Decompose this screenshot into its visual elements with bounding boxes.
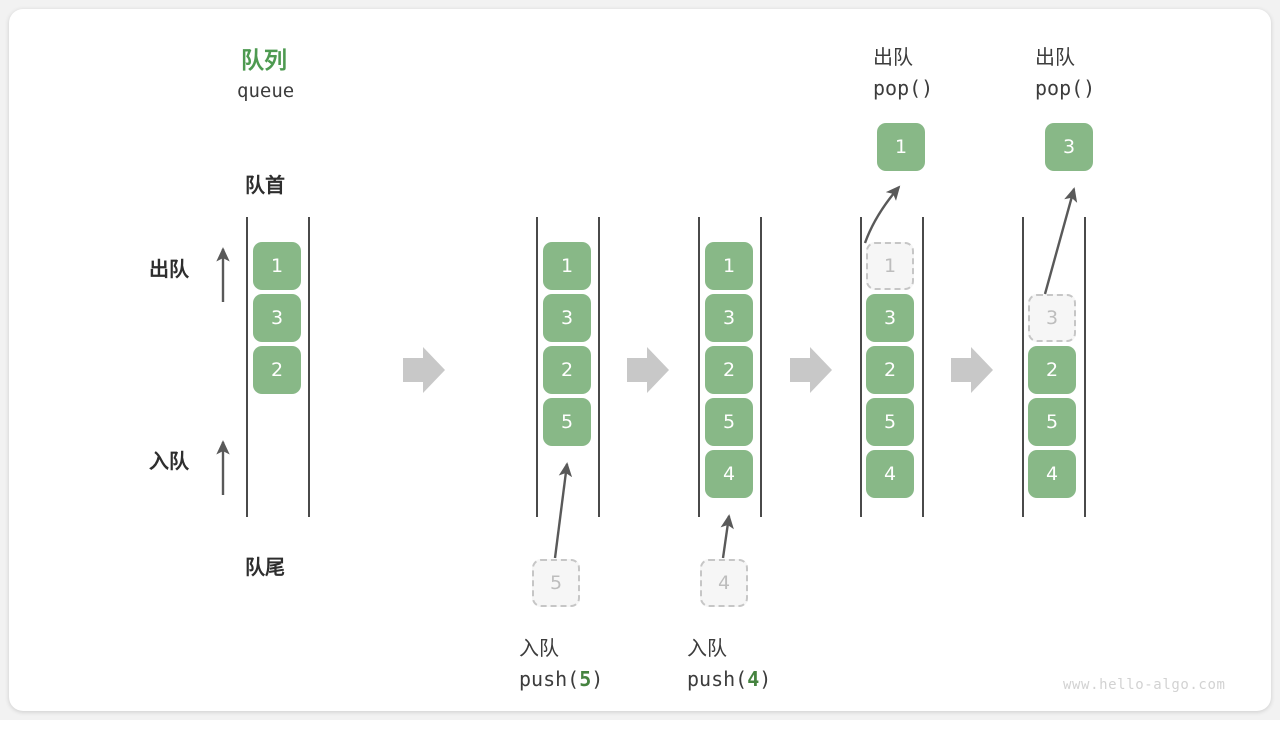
pop-3-arrow — [1043, 187, 1078, 295]
queue-rail-right-c5 — [1084, 217, 1086, 517]
queue-cell-ghost: 1 — [866, 242, 914, 290]
queue-cell: 4 — [705, 450, 753, 498]
push-5-arrow — [553, 462, 573, 559]
pop-1-arrow — [863, 185, 901, 244]
caption-code-prefix: push( — [519, 667, 580, 691]
diagram-title-cn: 队列 — [241, 48, 287, 74]
queue-cell: 1 — [253, 242, 301, 290]
queue-cell: 2 — [1028, 346, 1076, 394]
queue-cell: 2 — [866, 346, 914, 394]
queue-cell: 3 — [253, 294, 301, 342]
popped-cell: 1 — [877, 123, 925, 171]
column-header-cn: 出队 — [1035, 45, 1075, 69]
step-separator-arrow — [627, 347, 669, 393]
caption-code-suffix: ) — [591, 667, 604, 691]
caption-code-prefix: push( — [687, 667, 748, 691]
queue-cell: 5 — [866, 398, 914, 446]
diagram-title-en: queue — [237, 80, 295, 102]
queue-cell: 3 — [543, 294, 591, 342]
column-caption-code: push(4) — [687, 667, 771, 691]
queue-cell: 2 — [705, 346, 753, 394]
queue-cell: 4 — [866, 450, 914, 498]
arrow-overlay — [216, 185, 1078, 559]
caption-code-num: 4 — [747, 667, 760, 691]
queue-rail-right-c3 — [760, 217, 762, 517]
queue-cell: 5 — [705, 398, 753, 446]
queue-cell: 4 — [1028, 450, 1076, 498]
queue-rail-left-c2 — [536, 217, 538, 517]
incoming-cell-ghost: 4 — [700, 559, 748, 607]
queue-rail-left-c4 — [860, 217, 862, 517]
enqueue-side-label: 入队 — [149, 449, 189, 473]
queue-cell: 3 — [866, 294, 914, 342]
step-separator-arrow — [951, 347, 993, 393]
dequeue-side-label: 出队 — [149, 257, 189, 281]
step-separator-arrow — [403, 347, 445, 393]
queue-rail-left-c5 — [1022, 217, 1024, 517]
column-header-code: pop() — [1035, 76, 1096, 100]
column-caption-cn: 入队 — [519, 636, 559, 660]
queue-cell-ghost: 3 — [1028, 294, 1076, 342]
queue-rail-right-c1 — [308, 217, 310, 517]
column-caption-code: push(5) — [519, 667, 603, 691]
queue-cell: 5 — [1028, 398, 1076, 446]
column-header-code: pop() — [873, 76, 934, 100]
step-separator-arrow — [790, 347, 832, 393]
diagram-card: 队列 queue 队首 队尾 出队 入队 1 3 2 1 3 2 5 5 入队 … — [9, 9, 1271, 711]
queue-cell: 1 — [543, 242, 591, 290]
queue-cell: 1 — [705, 242, 753, 290]
incoming-cell-ghost: 5 — [532, 559, 580, 607]
queue-rail-left-c1 — [246, 217, 248, 517]
push-4-arrow — [720, 514, 734, 559]
column-caption-cn: 入队 — [687, 636, 727, 660]
front-label: 队首 — [245, 173, 285, 197]
queue-cell: 2 — [543, 346, 591, 394]
queue-rail-left-c3 — [698, 217, 700, 517]
rear-label: 队尾 — [245, 555, 285, 579]
column-header-cn: 出队 — [873, 45, 913, 69]
caption-code-suffix: ) — [759, 667, 772, 691]
queue-rail-right-c4 — [922, 217, 924, 517]
popped-cell: 3 — [1045, 123, 1093, 171]
queue-cell: 3 — [705, 294, 753, 342]
queue-cell: 5 — [543, 398, 591, 446]
queue-rail-right-c2 — [598, 217, 600, 517]
queue-cell: 2 — [253, 346, 301, 394]
caption-code-num: 5 — [579, 667, 592, 691]
watermark: www.hello-algo.com — [1063, 677, 1226, 693]
